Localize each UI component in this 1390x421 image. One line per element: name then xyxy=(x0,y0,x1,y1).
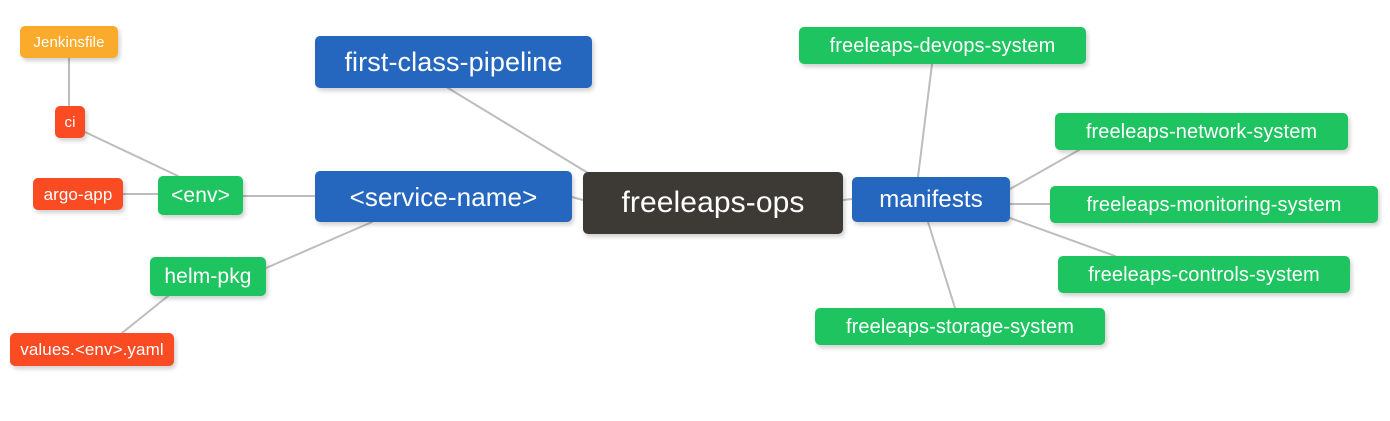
mindmap-node-first-class-pipeline[interactable]: first-class-pipeline xyxy=(315,36,592,88)
mindmap-node-argo-app[interactable]: argo-app xyxy=(33,178,123,210)
mindmap-node-freeleaps-network-system[interactable]: freeleaps-network-system xyxy=(1055,113,1348,150)
mindmap-node-values-env-yaml[interactable]: values.<env>.yaml xyxy=(10,333,174,366)
node-label: freeleaps-controls-system xyxy=(1088,263,1320,286)
mindmap-node-helm-pkg[interactable]: helm-pkg xyxy=(150,257,266,296)
node-label: freeleaps-ops xyxy=(621,186,805,219)
node-label: freeleaps-storage-system xyxy=(845,315,1075,338)
node-label: values.<env>.yaml xyxy=(20,340,164,359)
mindmap-node-freeleaps-monitoring-system[interactable]: freeleaps-monitoring-system xyxy=(1050,186,1378,223)
edge-env-to-ci xyxy=(84,131,179,177)
mindmap-node-ci[interactable]: ci xyxy=(55,106,85,138)
edge-manifests-to-freeleaps-storage-system xyxy=(927,221,956,309)
mindmap-node-freeleaps-controls-system[interactable]: freeleaps-controls-system xyxy=(1058,256,1350,293)
edge-manifests-to-freeleaps-devops-system xyxy=(917,63,933,178)
edge-manifests-to-freeleaps-controls-system xyxy=(1009,217,1116,257)
mindmap-node-service-name[interactable]: <service-name> xyxy=(315,171,572,222)
node-label: <service-name> xyxy=(349,181,538,212)
edge-freeleaps-ops-to-service-name xyxy=(571,196,584,201)
mindmap-node-manifests[interactable]: manifests xyxy=(852,177,1010,222)
edge-helm-pkg-to-values-env-yaml xyxy=(121,295,169,334)
node-label: ci xyxy=(64,113,76,131)
node-label: manifests xyxy=(879,185,983,213)
mindmap-node-freeleaps-devops-system[interactable]: freeleaps-devops-system xyxy=(799,27,1086,64)
node-label: Jenkinsfile xyxy=(33,33,105,51)
mindmap-node-freeleaps-ops[interactable]: freeleaps-ops xyxy=(583,172,843,234)
edge-service-name-to-helm-pkg xyxy=(265,221,373,269)
edge-freeleaps-ops-to-first-class-pipeline xyxy=(447,87,594,177)
node-label: first-class-pipeline xyxy=(344,46,563,77)
node-label: argo-app xyxy=(43,184,113,204)
edge-freeleaps-ops-to-manifests xyxy=(842,198,853,201)
mindmap-node-jenkinsfile[interactable]: Jenkinsfile xyxy=(20,26,118,58)
node-label: freeleaps-monitoring-system xyxy=(1086,193,1342,216)
node-label: helm-pkg xyxy=(164,265,252,288)
node-label: freeleaps-devops-system xyxy=(829,34,1056,57)
mindmap-node-env[interactable]: <env> xyxy=(158,176,243,215)
node-label: <env> xyxy=(171,184,230,207)
edge-manifests-to-freeleaps-network-system xyxy=(1009,149,1080,190)
node-label: freeleaps-network-system xyxy=(1085,120,1318,143)
mindmap-node-freeleaps-storage-system[interactable]: freeleaps-storage-system xyxy=(815,308,1105,345)
